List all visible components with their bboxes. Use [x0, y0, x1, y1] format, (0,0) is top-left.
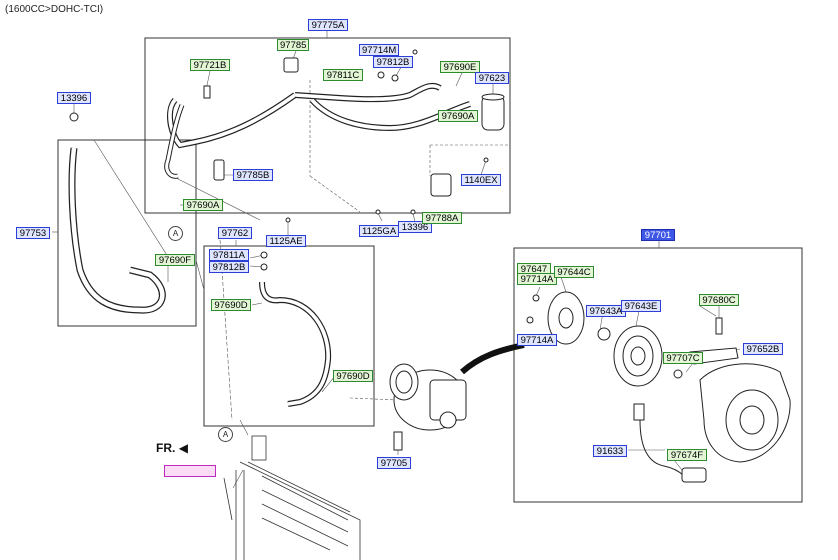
part-97690D-upper[interactable]: 97690D — [211, 299, 251, 311]
part-97714M[interactable]: 97714M — [359, 44, 399, 56]
compressor-assy-box — [513, 247, 803, 503]
part-97690A-mid[interactable]: 97690A — [183, 199, 223, 211]
part-97714A-lower[interactable]: 97714A — [517, 334, 557, 346]
part-97705[interactable]: 97705 — [377, 457, 411, 469]
part-97788A[interactable]: 97788A — [422, 212, 462, 224]
part-97643A[interactable]: 97643A — [586, 305, 626, 317]
ref-25-253[interactable] — [164, 465, 216, 477]
part-1125AE[interactable]: 1125AE — [266, 235, 306, 247]
part-97721B[interactable]: 97721B — [190, 59, 230, 71]
part-97812B-top[interactable]: 97812B — [373, 56, 413, 68]
part-97785B[interactable]: 97785B — [233, 169, 273, 181]
part-97690A-top[interactable]: 97690A — [438, 110, 478, 122]
part-97643E[interactable]: 97643E — [621, 300, 661, 312]
part-97753[interactable]: 97753 — [16, 227, 50, 239]
part-1125GA[interactable]: 1125GA — [359, 225, 399, 237]
part-97701[interactable]: 97701 — [641, 229, 675, 241]
part-97690F[interactable]: 97690F — [155, 254, 195, 266]
part-97775A[interactable]: 97775A — [308, 19, 348, 31]
part-97674F[interactable]: 97674F — [667, 449, 707, 461]
part-97811A[interactable]: 97811A — [209, 249, 249, 261]
suction-hose-box — [57, 139, 197, 327]
callout-a-lower: A — [218, 427, 233, 442]
part-97652B[interactable]: 97652B — [743, 343, 783, 355]
part-97644C[interactable]: 97644C — [554, 266, 594, 278]
part-97690E[interactable]: 97690E — [440, 61, 480, 73]
part-97647[interactable]: 97647 — [517, 263, 551, 275]
part-97714A-upper[interactable]: 97714A — [517, 273, 557, 285]
front-direction-label: FR. ◀ — [156, 441, 188, 455]
part-97811C[interactable]: 97811C — [323, 69, 363, 81]
part-1140EX[interactable]: 1140EX — [461, 174, 501, 186]
part-13396-mid[interactable]: 13396 — [398, 221, 432, 233]
part-97690D-lower[interactable]: 97690D — [333, 370, 373, 382]
hose-assembly-box — [144, 37, 511, 214]
callout-a-upper: A — [168, 226, 183, 241]
discharge-hose-box — [203, 245, 375, 427]
part-97707C[interactable]: 97707C — [663, 352, 703, 364]
part-97762[interactable]: 97762 — [218, 227, 252, 239]
part-13396-left[interactable]: 13396 — [57, 92, 91, 104]
front-arrow-icon: ◀ — [178, 441, 188, 455]
part-97623[interactable]: 97623 — [475, 72, 509, 84]
engine-variant-header: (1600CC>DOHC-TCI) — [5, 4, 104, 15]
part-97785[interactable]: 97785 — [277, 39, 309, 51]
part-97812B-mid[interactable]: 97812B — [209, 261, 249, 273]
part-91633[interactable]: 91633 — [593, 445, 627, 457]
part-97680C[interactable]: 97680C — [699, 294, 739, 306]
